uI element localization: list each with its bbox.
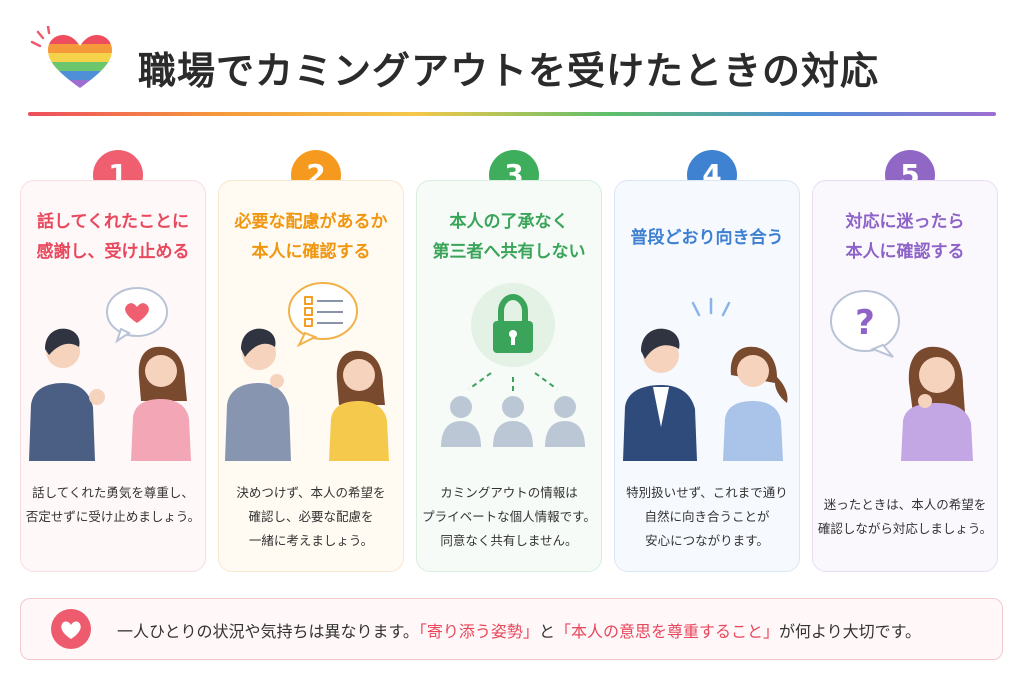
highlight-respect: 「本人の意思を尊重すること」 — [554, 622, 779, 641]
header: 職場でカミングアウトを受けたときの対応 — [28, 26, 996, 106]
footer-text: 一人ひとりの状況や気持ちは異なります。「寄り添う姿勢」と「本人の意思を尊重するこ… — [117, 622, 922, 641]
heart-speech-bubble-icon — [29, 287, 191, 461]
step-1-description: 話してくれた勇気を尊重し、 否定せずに受け止めましょう。 — [25, 485, 201, 524]
footer-note: 一人ひとりの状況や気持ちは異なります。「寄り添う姿勢」と「本人の意思を尊重するこ… — [20, 598, 1003, 660]
checklist-speech-bubble-icon — [225, 282, 389, 461]
step-2-title: 必要な配慮があるか 本人に確認する — [234, 212, 388, 262]
rainbow-divider — [28, 112, 996, 116]
question-speech-bubble-icon: ? — [830, 290, 973, 461]
heart-icon — [51, 609, 91, 649]
step-1-title: 話してくれたことに 感謝し、受け止める — [36, 212, 190, 262]
step-4-title: 普段どおり向き合う — [630, 228, 784, 248]
step-4-description: 特別扱いせず、これまで通り 自然に向き合うことが 安心につながります。 — [626, 485, 788, 548]
two-people-icon — [623, 297, 788, 461]
step-4-card: 普段どおり向き合う 特別扱いせず、これまで通り 自然に向き合うことが 安心につな… — [614, 180, 800, 572]
step-3-title: 本人の了承なく 第三者へ共有しない — [432, 212, 586, 262]
step-1-card: 話してくれたことに 感謝し、受け止める 話してくれた勇気を尊重し、 否定せずに受… — [20, 180, 206, 572]
page-title: 職場でカミングアウトを受けたときの対応 — [138, 49, 880, 93]
step-5-title: 対応に迷ったら 本人に確認する — [845, 212, 965, 262]
rainbow-heart-icon — [30, 26, 112, 88]
step-5-card: 対応に迷ったら 本人に確認する ? 迷ったときは、本人の希望を 確認しながら対応… — [812, 180, 998, 572]
svg-text:?: ? — [855, 303, 875, 343]
step-2-description: 決めつけず、本人の希望を 確認し、必要な配慮を 一緒に考えましょう。 — [236, 485, 386, 548]
highlight-attitude: 「寄り添う姿勢」 — [418, 622, 539, 641]
step-3-description: カミングアウトの情報は プライベートな個人情報です。 同意なく共有しません。 — [422, 485, 596, 548]
step-2-card: 必要な配慮があるか 本人に確認する 決めつけず、本人の希望を 確認し、必要な配慮… — [218, 180, 404, 572]
padlock-icon — [441, 283, 585, 447]
step-5-description: 迷ったときは、本人の希望を 確認しながら対応しましょう。 — [817, 497, 993, 536]
step-3-card: 本人の了承なく 第三者へ共有しない カミングアウトの情報は プライベートな個人情… — [416, 180, 602, 572]
